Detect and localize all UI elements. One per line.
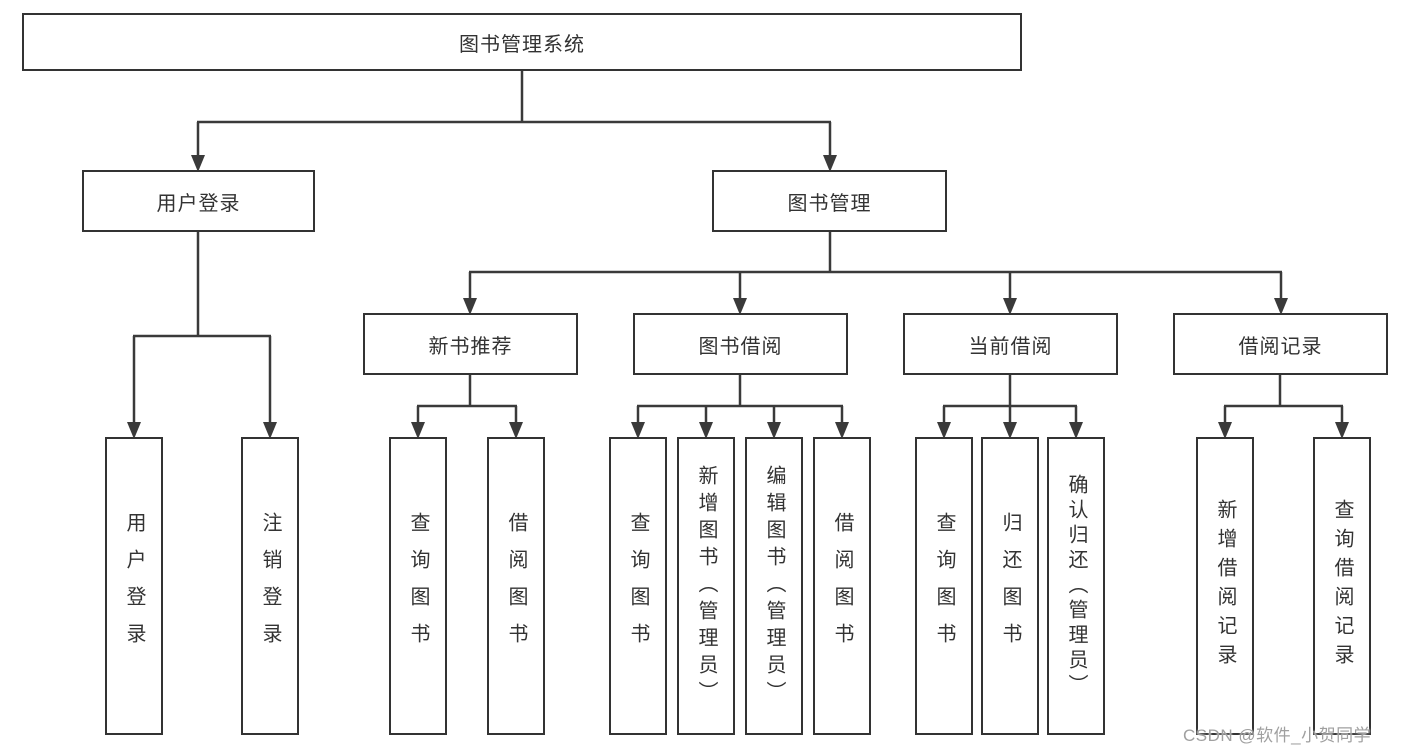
node-user-login-label: 用户登录	[156, 192, 241, 215]
leaf-recommend-borrow-book: 借阅图书	[487, 437, 545, 735]
node-current-borrow-label: 当前借阅	[968, 335, 1053, 358]
arrowheads	[127, 155, 1349, 439]
leaf-records-query: 查询借阅记录	[1313, 437, 1371, 735]
csdn-watermark: CSDN @软件_小贺同学	[1183, 726, 1372, 745]
leaf-user-login-label: 用户登录	[123, 512, 145, 660]
leaf-logout: 注销登录	[241, 437, 299, 735]
node-current-borrow: 当前借阅	[903, 313, 1118, 375]
node-root: 图书管理系统	[22, 13, 1022, 71]
leaf-borrow-add-book-admin: 新增图书（管理员）	[677, 437, 735, 735]
leaf-records-add-label: 新增借阅记录	[1214, 499, 1236, 673]
node-book-management: 图书管理	[712, 170, 947, 232]
leaf-borrow-add-book-admin-label: 新增图书（管理员）	[695, 464, 717, 708]
leaf-recommend-borrow-book-label: 借阅图书	[505, 512, 527, 660]
leaf-borrow-edit-book-admin: 编辑图书（管理员）	[745, 437, 803, 735]
leaf-logout-label: 注销登录	[259, 512, 281, 660]
leaf-current-query-book: 查询图书	[915, 437, 973, 735]
node-book-management-label: 图书管理	[787, 192, 872, 215]
leaf-user-login: 用户登录	[105, 437, 163, 735]
node-borrow-records-label: 借阅记录	[1238, 335, 1323, 358]
node-root-label: 图书管理系统	[459, 33, 585, 56]
leaf-records-add: 新增借阅记录	[1196, 437, 1254, 735]
node-borrow-records: 借阅记录	[1173, 313, 1388, 375]
leaf-current-return-book: 归还图书	[981, 437, 1039, 735]
leaf-recommend-query-book-label: 查询图书	[407, 512, 429, 660]
leaf-borrow-query-book: 查询图书	[609, 437, 667, 735]
leaf-records-query-label: 查询借阅记录	[1331, 499, 1353, 673]
node-book-borrow-label: 图书借阅	[698, 335, 783, 358]
leaf-borrow-borrow-book: 借阅图书	[813, 437, 871, 735]
leaf-current-confirm-return-admin: 确认归还（管理员）	[1047, 437, 1105, 735]
node-book-borrow: 图书借阅	[633, 313, 848, 375]
node-user-login: 用户登录	[82, 170, 315, 232]
leaf-borrow-query-book-label: 查询图书	[627, 512, 649, 660]
leaf-recommend-query-book: 查询图书	[389, 437, 447, 735]
leaf-current-query-book-label: 查询图书	[933, 512, 955, 660]
leaf-current-confirm-return-admin-label: 确认归还（管理员）	[1065, 473, 1087, 699]
leaf-current-return-book-label: 归还图书	[999, 512, 1021, 660]
leaf-borrow-edit-book-admin-label: 编辑图书（管理员）	[763, 464, 785, 708]
node-new-book-recommend-label: 新书推荐	[428, 335, 513, 358]
node-new-book-recommend: 新书推荐	[363, 313, 578, 375]
leaf-borrow-borrow-book-label: 借阅图书	[831, 512, 853, 660]
